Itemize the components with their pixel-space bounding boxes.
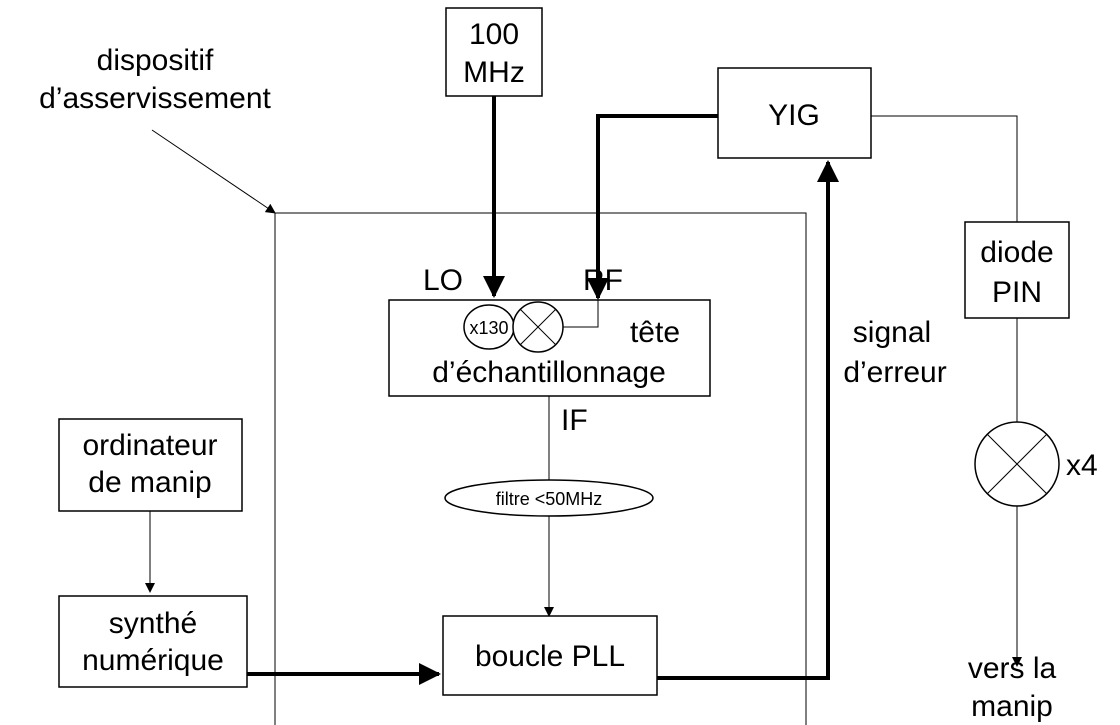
filter-label: filtre <50MHz (496, 489, 603, 509)
lo-label: LO (423, 264, 463, 297)
computer-block: ordinateur de manip (58, 418, 243, 512)
synthesizer-block: synthé numérique (58, 595, 248, 688)
x4-multiplier-icon (974, 421, 1060, 507)
pll-block: boucle PLL (442, 615, 658, 696)
source-label-line2: MHz (463, 56, 525, 89)
mixer-icon (512, 301, 564, 353)
computer-label-line1: ordinateur (82, 429, 217, 462)
source-100mhz-block: 100 MHz (445, 7, 543, 97)
signal-label-line2: d’erreur (843, 356, 946, 389)
dispositif-label-line2: d’asservissement (39, 82, 271, 115)
synth-label-line1: synthé (109, 607, 197, 640)
diode-label-line1: diode (980, 236, 1053, 269)
sampling-head-block: x130 tête d’échantillonnage (388, 299, 711, 397)
output-label-line2: manip (971, 690, 1053, 723)
yig-block: YIG (717, 67, 872, 159)
rf-to-mixer-line (563, 300, 599, 328)
if-label: IF (561, 404, 588, 437)
computer-label-line2: de manip (88, 466, 211, 499)
diode-label-line2: PIN (992, 276, 1042, 309)
rf-arrow (587, 114, 718, 300)
rf-label: RF (583, 264, 623, 297)
head-label-line1: tête (630, 316, 680, 349)
source-label-line1: 100 (469, 18, 519, 51)
multiplier-label: x130 (469, 318, 508, 338)
dispositif-label-line1: dispositif (97, 44, 214, 77)
pll-label: boucle PLL (475, 640, 625, 673)
dispositif-pointer (151, 129, 276, 214)
signal-label-line1: signal (853, 316, 931, 349)
servo-frame (274, 212, 807, 725)
output-label-line1: vers la (968, 652, 1057, 685)
yig-label: YIG (768, 99, 820, 132)
x4-label: x4 (1066, 449, 1098, 482)
error-signal-arrow (657, 160, 839, 680)
filter-block: filtre <50MHz (444, 479, 654, 517)
diode-pin-block: diode PIN (964, 221, 1070, 319)
yig-to-diode-line (871, 115, 1018, 222)
synth-label-line2: numérique (82, 644, 224, 677)
head-label-line2: d’échantillonnage (432, 356, 666, 389)
